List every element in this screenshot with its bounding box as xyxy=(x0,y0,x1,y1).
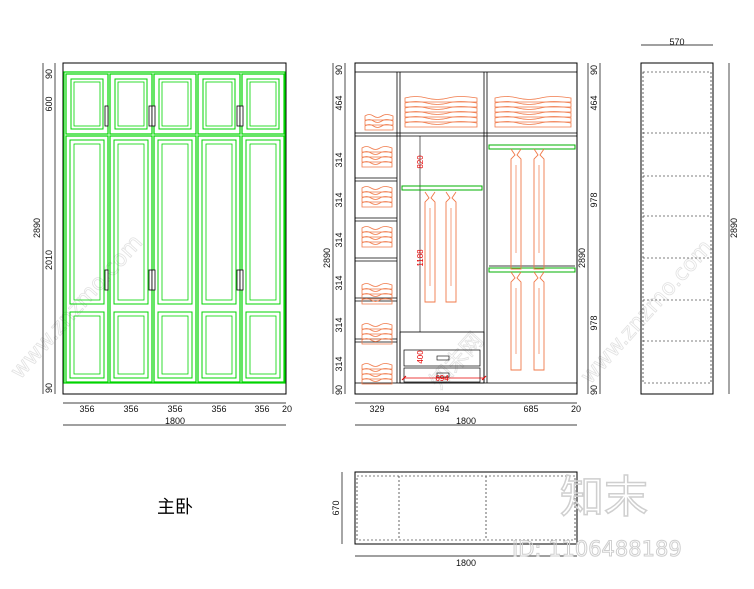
rail-right-lower xyxy=(488,267,576,273)
int-dim-r4: 978 xyxy=(589,315,599,330)
int-dim-l6: 314 xyxy=(334,317,344,332)
int-dim-total-height: 2890 xyxy=(322,248,332,268)
int-dim-l8: 90 xyxy=(334,385,344,395)
front-dim-total-height: 2890 xyxy=(32,218,42,238)
lower-door-1 xyxy=(65,135,109,383)
int-dim-r3: 978 xyxy=(589,192,599,207)
int-dim-right-total: 2890 xyxy=(577,248,587,268)
front-dim-lower: 2010 xyxy=(44,250,54,270)
int-dim-b2: 694 xyxy=(434,404,449,414)
door-handle-2 xyxy=(148,105,153,127)
int-dim-r1: 90 xyxy=(589,65,599,75)
rail-right-upper xyxy=(488,144,576,150)
watermark-cn: 知末网 xyxy=(426,328,489,394)
door-handle-4 xyxy=(236,105,241,127)
drawer-handle-2 xyxy=(436,372,450,378)
door-handle-9 xyxy=(236,269,241,291)
int-dim-total-width: 1800 xyxy=(456,416,476,426)
left-folded-stacks xyxy=(361,146,393,385)
int-dim-top: 90 xyxy=(334,65,344,75)
door-handle-8 xyxy=(151,269,156,291)
int-dim-l1: 464 xyxy=(334,95,344,110)
front-dim-w6: 20 xyxy=(282,404,292,414)
front-dim-upper: 600 xyxy=(44,96,54,111)
lower-door-3 xyxy=(153,135,197,383)
lower-door-5 xyxy=(241,135,285,383)
drawer-1 xyxy=(403,349,481,367)
interior-elevation: 90 464 314 314 314 314 314 314 90 2890 9… xyxy=(322,62,601,426)
int-dim-b1: 329 xyxy=(369,404,384,414)
red-dim-1: 820 xyxy=(416,155,425,169)
front-dim-w4: 356 xyxy=(211,404,226,414)
door-panels xyxy=(65,73,285,383)
watermark-site-1: www.znzmo.com xyxy=(6,230,148,384)
int-dim-r5: 90 xyxy=(589,385,599,395)
front-frame xyxy=(62,62,287,395)
side-shelves xyxy=(643,132,711,342)
front-dim-w3: 356 xyxy=(167,404,182,414)
lower-door-2 xyxy=(109,135,153,383)
folded-clothes-top xyxy=(364,96,572,131)
plan-dim-width: 1800 xyxy=(456,558,476,568)
side-elevation: 570 2890 xyxy=(640,37,739,395)
upper-door-2 xyxy=(109,73,153,135)
side-dim-height: 2890 xyxy=(729,218,739,238)
red-dim-2: 1188 xyxy=(416,249,425,267)
upper-door-3 xyxy=(153,73,197,135)
diagonal-watermark: www.znzmo.com www.znzmo.com 知末网 xyxy=(5,230,718,395)
lower-door-4 xyxy=(197,135,241,383)
int-dim-r2: 464 xyxy=(589,95,599,110)
upper-door-5 xyxy=(241,73,285,135)
front-dim-w1: 356 xyxy=(79,404,94,414)
upper-door-4 xyxy=(197,73,241,135)
red-dim-3: 400 xyxy=(416,350,425,364)
rail-middle xyxy=(401,185,483,191)
plan-dim-depth: 670 xyxy=(331,500,341,515)
int-dim-b3: 685 xyxy=(523,404,538,414)
door-outline xyxy=(63,71,286,384)
door-handle-7 xyxy=(148,269,153,291)
front-dim-w2: 356 xyxy=(123,404,138,414)
door-handle-5 xyxy=(239,105,244,127)
watermark-id: ID: 1106488189 xyxy=(512,537,682,561)
red-dim-4: 694 xyxy=(435,374,449,383)
drawing-title: 主卧 xyxy=(157,497,193,518)
side-frame xyxy=(640,62,714,395)
int-dim-l7: 314 xyxy=(334,356,344,371)
drawer-2 xyxy=(403,367,481,383)
plan-frame xyxy=(354,471,578,545)
door-handle-10 xyxy=(239,269,244,291)
front-dim-base: 90 xyxy=(44,383,54,393)
drawer-unit xyxy=(399,331,485,384)
watermark-brand: 知末 xyxy=(560,472,648,523)
plan-view: 670 1800 xyxy=(331,471,578,568)
door-handles xyxy=(104,105,244,291)
int-dim-b4: 20 xyxy=(571,404,581,414)
door-handle-1 xyxy=(104,105,109,127)
front-elevation: 90 600 2010 90 2890 356 356 356 356 356 … xyxy=(32,62,292,426)
int-dim-l5: 314 xyxy=(334,275,344,290)
drawer-handle-1 xyxy=(436,355,450,361)
door-handle-3 xyxy=(151,105,156,127)
hanging-garments xyxy=(424,148,545,371)
int-dim-l2: 314 xyxy=(334,152,344,167)
front-dim-w5: 356 xyxy=(254,404,269,414)
int-dim-l3: 314 xyxy=(334,192,344,207)
front-dim-total-width: 1800 xyxy=(165,416,185,426)
door-handle-6 xyxy=(104,269,109,291)
upper-door-1 xyxy=(65,73,109,135)
side-dim-depth: 570 xyxy=(669,37,684,47)
int-dim-l4: 314 xyxy=(334,232,344,247)
front-dim-top: 90 xyxy=(44,69,54,79)
